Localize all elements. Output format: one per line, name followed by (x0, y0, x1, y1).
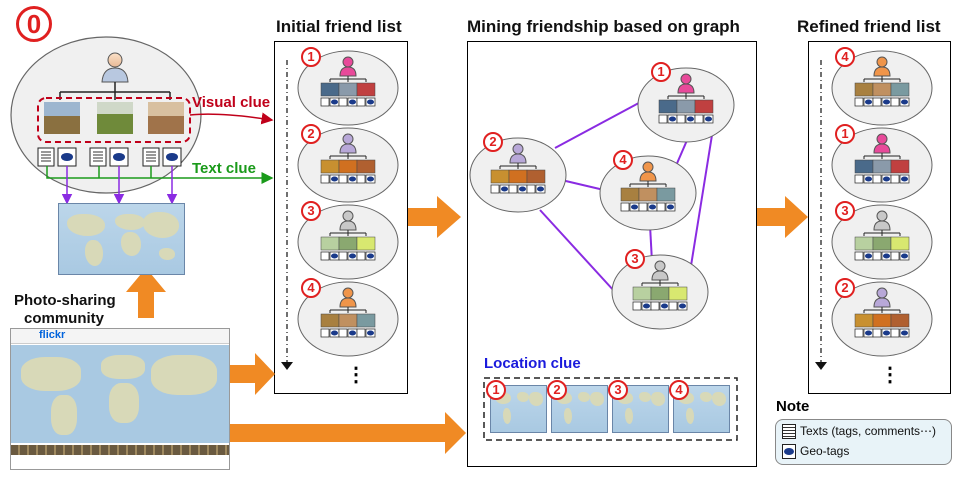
flow-arrows (126, 196, 808, 454)
note-box: Texts (tags, comments⋯) Geo-tags (775, 419, 952, 465)
geo-map (58, 203, 185, 275)
note-title: Note (776, 398, 810, 415)
friend-node-2 (469, 137, 567, 213)
graph-badge-2: 2 (483, 132, 503, 152)
visual-clue-label: Visual clue (192, 94, 271, 111)
refined-badge-4: 4 (835, 47, 855, 67)
initial-badge-3: 3 (301, 201, 321, 221)
note-texts: Texts (tags, comments⋯) (800, 424, 937, 438)
refined-more: ⋮ (880, 364, 900, 386)
friend-node-2 (297, 127, 399, 203)
flickr-screenshot: flickr (10, 328, 230, 470)
location-badge-1: 1 (486, 380, 506, 400)
friend-node-1 (637, 67, 735, 143)
location-map-2 (551, 385, 608, 433)
flickr-logo: flickr (39, 329, 66, 341)
geo-tag-icon (782, 444, 796, 459)
note-geo: Geo-tags (800, 444, 850, 458)
graph-badge-3: 3 (625, 249, 645, 269)
location-badge-3: 3 (608, 380, 628, 400)
friend-node-2 (831, 281, 933, 357)
refined-list-header: Refined friend list (797, 17, 941, 36)
location-map-1 (490, 385, 547, 433)
graph-badge-4: 4 (613, 150, 633, 170)
refined-badge-1: 1 (835, 124, 855, 144)
initial-list-header: Initial friend list (276, 17, 402, 36)
friend-node-1 (297, 50, 399, 126)
friend-node-4 (599, 155, 697, 231)
friend-node-3 (297, 204, 399, 280)
text-doc-icon (782, 424, 796, 439)
friend-node-3 (611, 254, 709, 330)
friend-node-4 (297, 281, 399, 357)
community-label-line2: community (24, 310, 105, 327)
refined-badge-2: 2 (835, 278, 855, 298)
friend-node-3 (831, 204, 933, 280)
text-clue-label: Text clue (192, 160, 256, 177)
initial-badge-2: 2 (301, 124, 321, 144)
initial-badge-1: 1 (301, 47, 321, 67)
user-zero-icon (101, 52, 129, 83)
friend-node-1 (831, 127, 933, 203)
community-label-line1: Photo-sharing (14, 292, 116, 309)
location-badge-4: 4 (669, 380, 689, 400)
refined-badge-3: 3 (835, 201, 855, 221)
location-clue-label: Location clue (484, 355, 581, 372)
location-clue-box (483, 377, 738, 441)
graph-badge-1: 1 (651, 62, 671, 82)
location-badge-2: 2 (547, 380, 567, 400)
mining-header: Mining friendship based on graph (467, 17, 740, 36)
initial-badge-4: 4 (301, 278, 321, 298)
user-zero-badge: 0 (16, 6, 52, 42)
friend-node-4 (831, 50, 933, 126)
initial-more: ⋮ (346, 364, 366, 386)
